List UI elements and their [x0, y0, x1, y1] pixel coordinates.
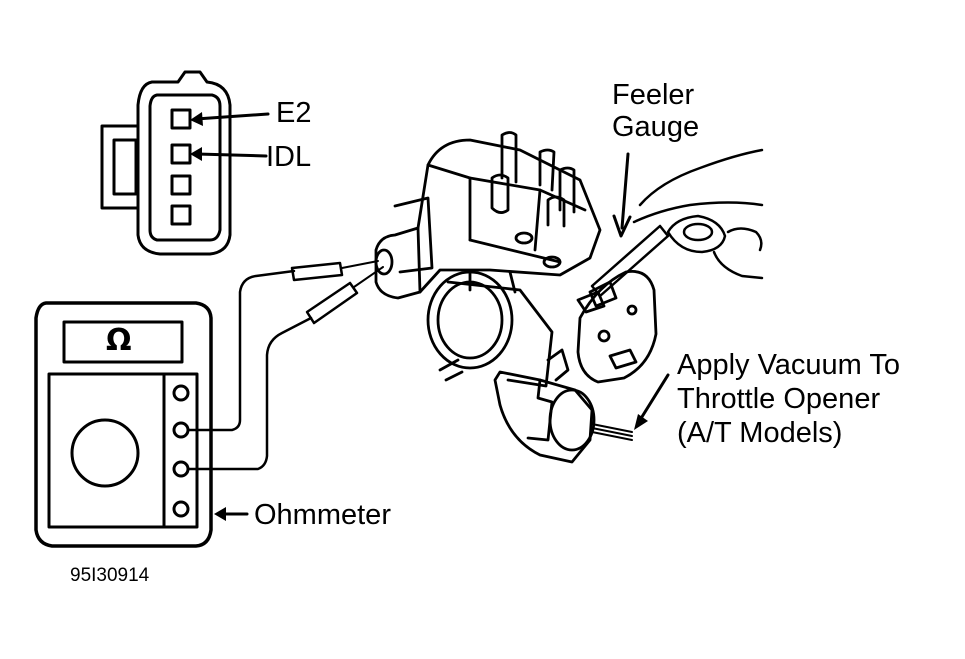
- feeler-arrow: [620, 152, 630, 230]
- label-ohmmeter: Ohmmeter: [254, 499, 391, 531]
- vacuum-hose: [591, 423, 633, 441]
- ohmmeter-jack-2: [172, 460, 190, 478]
- vacuum-arrow: [638, 373, 670, 422]
- label-vacuum-line3: (A/T Models): [677, 417, 843, 449]
- throttle-body: [374, 131, 658, 464]
- terminal-idl: [170, 143, 192, 165]
- terminal-e2: [170, 108, 192, 130]
- feeler-gauge: [590, 224, 670, 298]
- label-vacuum-line2: Throttle Opener: [677, 383, 881, 415]
- ohmmeter-jack-1: [172, 421, 190, 439]
- vacuum-arrowhead: [634, 414, 648, 430]
- idl-arrowhead: [190, 147, 202, 161]
- ohmmeter-arrowhead: [214, 507, 226, 521]
- tps-connector: [100, 70, 232, 256]
- test-lead-1: [186, 269, 296, 432]
- figure-id: 95I30914: [70, 565, 150, 586]
- e2-arrowhead: [190, 112, 203, 126]
- label-e2: E2: [276, 97, 312, 129]
- label-feeler-line1: Feeler: [612, 79, 695, 111]
- test-lead-2: [186, 316, 313, 471]
- e2-arrow: [194, 112, 270, 121]
- label-idl: IDL: [266, 141, 312, 173]
- ohm-symbol: Ω: [106, 323, 132, 358]
- label-feeler-line2: Gauge: [612, 111, 700, 143]
- label-vacuum-line1: Apply Vacuum To: [677, 349, 900, 381]
- idl-arrow: [195, 152, 268, 158]
- ohmmeter-device: [34, 301, 213, 548]
- hand: [632, 148, 764, 280]
